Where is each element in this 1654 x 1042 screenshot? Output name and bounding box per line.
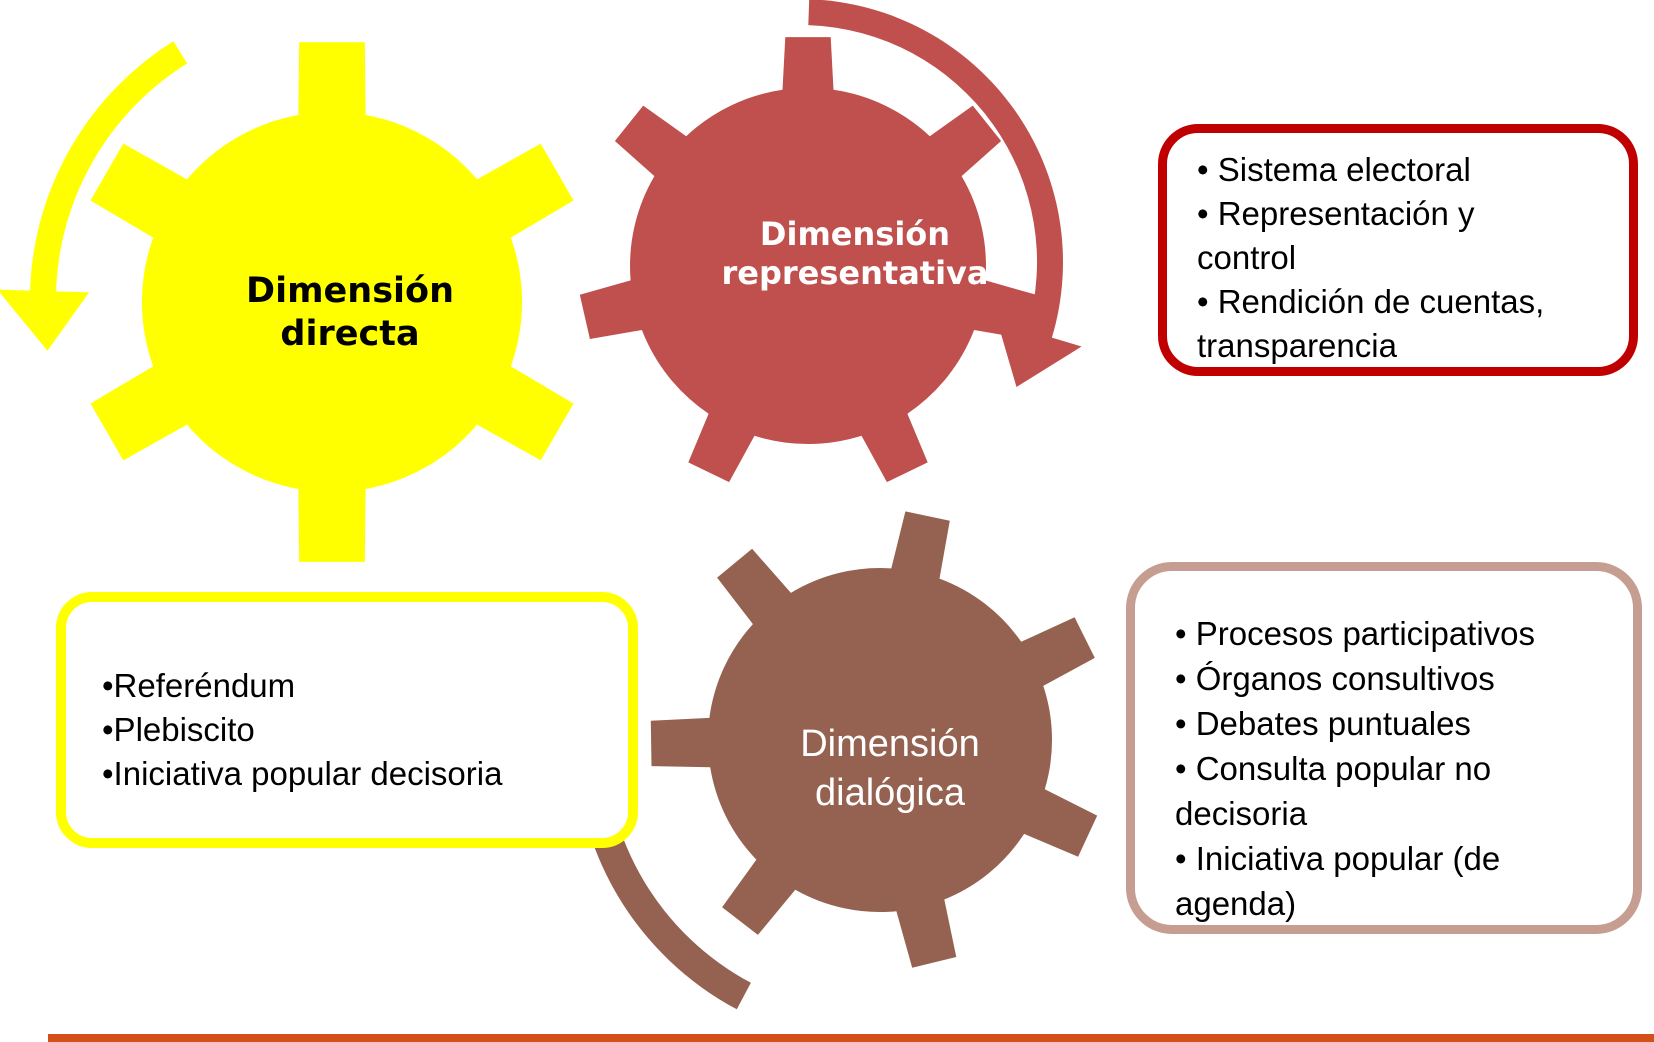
list-item: •Iniciativa popular decisoria bbox=[102, 755, 503, 792]
gear-representativa-line1: Dimensión bbox=[759, 215, 951, 253]
gear-dialogica bbox=[650, 511, 1098, 968]
box-dialogica: • Procesos participativos • Órganos cons… bbox=[1126, 562, 1642, 934]
box-dialogica-list: • Procesos participativos • Órganos cons… bbox=[1175, 611, 1633, 926]
box-representativa: • Sistema electoral • Representación y c… bbox=[1158, 124, 1638, 376]
list-item: decisoria bbox=[1175, 795, 1308, 832]
list-item: • Debates puntuales bbox=[1175, 705, 1471, 742]
box-directa: •Referéndum •Plebiscito •Iniciativa popu… bbox=[56, 592, 638, 848]
gear-directa-label: Dimensión directa bbox=[180, 270, 520, 355]
list-item: • Consulta popular no bbox=[1175, 750, 1492, 787]
gear-representativa-line2: representativa bbox=[721, 254, 989, 293]
arrow-representativa bbox=[808, 0, 1082, 387]
list-item: • Procesos participativos bbox=[1175, 615, 1536, 652]
list-item: •Referéndum bbox=[102, 667, 296, 704]
box-directa-list: •Referéndum •Plebiscito •Iniciativa popu… bbox=[102, 664, 628, 796]
list-item: transparencia bbox=[1197, 327, 1397, 364]
box-representativa-list: • Sistema electoral • Representación y c… bbox=[1197, 148, 1629, 368]
list-item: • Sistema electoral bbox=[1197, 151, 1471, 188]
gear-directa-line1: Dimensión bbox=[246, 271, 454, 311]
list-item: •Plebiscito bbox=[102, 711, 255, 748]
gear-dialogica-line2: dialógica bbox=[815, 771, 965, 814]
gear-dialogica-label: Dimensión dialógica bbox=[740, 720, 1040, 817]
list-item: • Representación y bbox=[1197, 195, 1475, 232]
list-item: • Órganos consultivos bbox=[1175, 660, 1495, 697]
list-item: control bbox=[1197, 239, 1297, 276]
list-item: • Rendición de cuentas, bbox=[1197, 283, 1545, 320]
list-item: agenda) bbox=[1175, 885, 1297, 922]
bottom-rule bbox=[48, 1034, 1654, 1042]
gear-directa-line2: directa bbox=[280, 313, 420, 354]
list-item: • Iniciativa popular (de bbox=[1175, 840, 1501, 877]
gear-dialogica-line1: Dimensión bbox=[800, 723, 980, 765]
gear-directa bbox=[90, 42, 574, 562]
arrow-directa bbox=[0, 41, 188, 351]
gear-representativa-label: Dimensión representativa bbox=[670, 215, 1040, 293]
gear-representativa bbox=[579, 37, 1037, 483]
